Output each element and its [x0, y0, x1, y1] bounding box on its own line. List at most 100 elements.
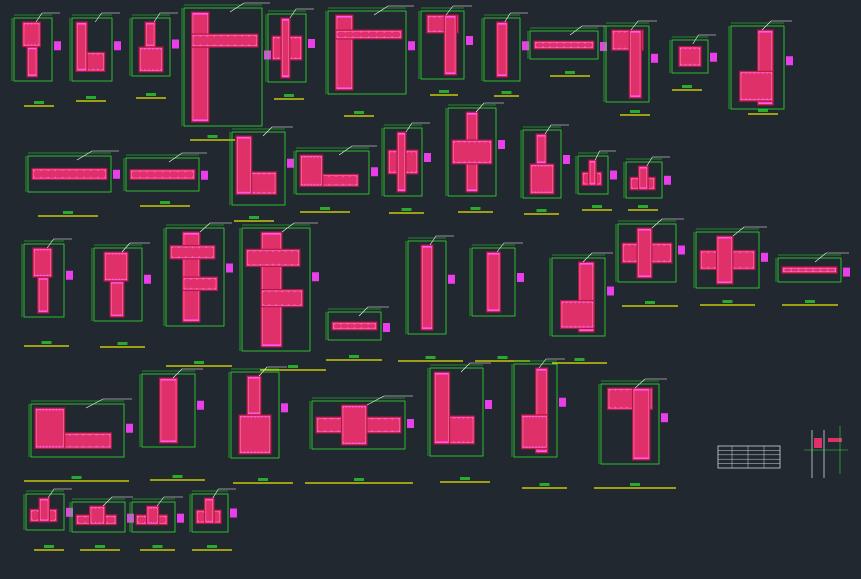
concrete-section [245, 248, 301, 267]
column-section-detail [129, 12, 179, 99]
leader-line [366, 395, 413, 406]
concrete-section [533, 40, 595, 50]
dimension-frame [407, 240, 447, 335]
concrete-section [299, 154, 324, 187]
title-mark [44, 545, 54, 548]
rebar-callout [226, 263, 233, 273]
concrete-section [34, 407, 66, 449]
dimension-frame [311, 400, 406, 450]
stirrup [561, 301, 593, 328]
title-mark [194, 361, 204, 364]
concrete-section [529, 163, 555, 195]
concrete-section [89, 505, 106, 526]
title-mark [41, 341, 52, 344]
dimension-frame [27, 155, 112, 193]
rebar-callout [408, 41, 415, 51]
rebar-callout [651, 53, 658, 63]
column-details-layer [11, 2, 850, 551]
concrete-section [632, 387, 651, 461]
dimension-frame [71, 17, 113, 82]
dimension-frame [267, 13, 307, 83]
title-mark [630, 483, 640, 486]
leader-line [460, 362, 491, 373]
column-section-detail [123, 152, 208, 207]
concrete-section [203, 497, 215, 524]
rebar-callout [600, 42, 607, 51]
dimension-frame [141, 373, 196, 448]
stirrup [34, 249, 51, 276]
concrete-section [22, 21, 41, 48]
dimension-frame [471, 247, 516, 317]
concrete-section [433, 371, 451, 445]
rebar-callout [281, 403, 288, 413]
wall-detail-section [814, 438, 822, 448]
stirrup [535, 42, 593, 48]
concrete-section [26, 46, 38, 78]
dimension-frame [327, 10, 407, 95]
column-section-detail [728, 20, 793, 115]
column-section-detail [21, 238, 73, 347]
leader-line [496, 242, 523, 253]
column-section-detail [427, 362, 492, 483]
column-section-detail [181, 2, 271, 141]
column-section-detail [25, 150, 120, 217]
dimension-frame [625, 161, 663, 199]
concrete-section [521, 414, 549, 450]
title-mark [645, 301, 655, 304]
column-section-detail [228, 366, 293, 484]
concrete-section [129, 169, 196, 180]
title-mark [160, 201, 170, 204]
concrete-section [588, 159, 597, 186]
concrete-section [341, 404, 368, 446]
concrete-section [159, 377, 178, 444]
leader-line [121, 242, 150, 253]
column-section-detail [293, 145, 378, 213]
dimension-frame [671, 39, 709, 74]
leader-line [156, 496, 183, 507]
rebar-callout [424, 153, 431, 162]
title-mark [722, 300, 733, 303]
rebar-callout [264, 50, 271, 60]
rebar-callout [678, 245, 685, 255]
rebar-callout [287, 158, 294, 168]
stirrup [758, 31, 772, 104]
column-section-detail [91, 242, 151, 348]
title-mark [638, 205, 648, 208]
dimension-frame [71, 501, 126, 533]
dimension-frame [695, 231, 760, 289]
dimension-frame [241, 227, 311, 352]
rebar-callout [66, 270, 73, 280]
concrete-section [560, 300, 595, 329]
column-section-detail [305, 395, 414, 484]
rebar-callout [710, 52, 717, 62]
legend-table-frame [717, 445, 781, 469]
concrete-section [109, 280, 125, 318]
legend-table-layer [717, 426, 848, 478]
stirrup [38, 278, 48, 312]
stirrup [537, 135, 546, 163]
leader-line [46, 238, 72, 249]
column-section-detail [527, 25, 607, 77]
stirrup [131, 170, 194, 179]
leader-line [94, 12, 120, 23]
dimension-frame [383, 127, 423, 197]
leader-line [692, 34, 716, 45]
leader-line [814, 252, 849, 263]
stirrup [205, 499, 213, 523]
stirrup [783, 268, 836, 272]
concrete-section [781, 266, 838, 274]
stirrup [633, 389, 649, 459]
rebar-callout [559, 397, 566, 407]
concrete-section [31, 167, 108, 181]
rebar-callout [172, 39, 179, 49]
title-mark [536, 209, 547, 212]
concrete-section [32, 247, 53, 278]
stirrup [28, 48, 37, 76]
concrete-section [443, 14, 457, 76]
column-section-detail [69, 12, 121, 102]
title-mark [320, 207, 330, 210]
stirrup [398, 133, 405, 191]
leader-line [582, 252, 613, 263]
concrete-section [191, 33, 259, 48]
title-mark [592, 205, 602, 208]
